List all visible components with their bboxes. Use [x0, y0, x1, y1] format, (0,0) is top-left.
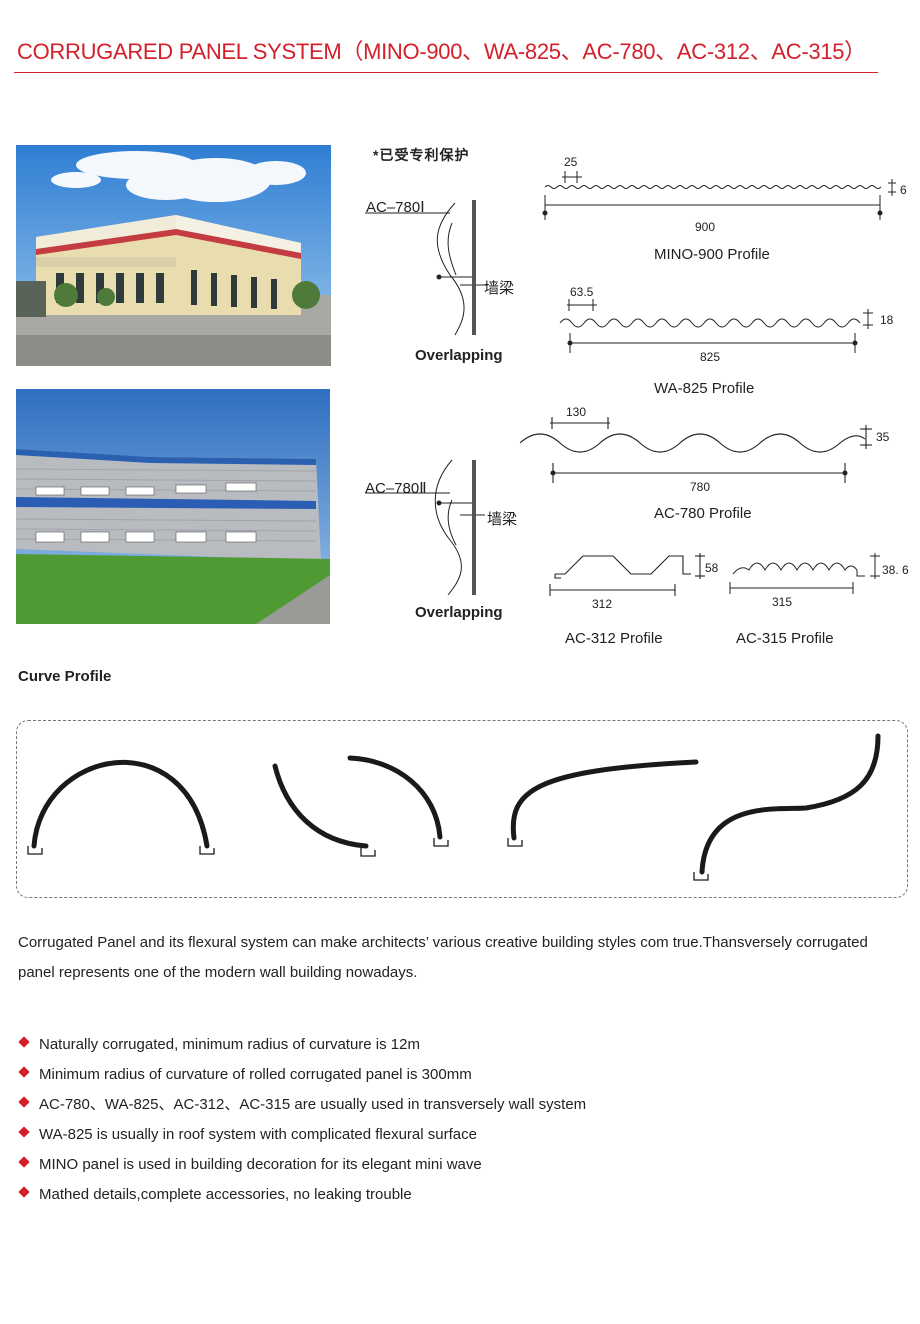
ac312-depth-label: 58	[705, 561, 719, 575]
overlap-1-beam-label: 墙梁	[484, 280, 515, 297]
wa825-caption: WA-825 Profile	[654, 380, 755, 397]
title-divider	[14, 72, 878, 73]
overlap-2-caption: Overlapping	[415, 604, 503, 621]
ac780-caption: AC-780 Profile	[654, 505, 752, 522]
curve-bend	[510, 759, 699, 841]
bullet-diamond-icon	[18, 1156, 30, 1168]
feature-item: MINO panel is used in building decoratio…	[18, 1150, 908, 1180]
overlap-2-beam-label: 墙梁	[487, 511, 518, 528]
feature-item: Minimum radius of curvature of rolled co…	[18, 1060, 908, 1090]
feature-item: AC-780、WA-825、AC-312、AC-315 are usually …	[18, 1090, 908, 1120]
wa825-profile-drawing	[559, 299, 873, 353]
bullet-diamond-icon	[18, 1036, 30, 1048]
page-title: CORRUGARED PANEL SYSTEM（MINO-900、WA-825、…	[17, 39, 866, 64]
curve-s	[699, 733, 881, 875]
wa825-depth-label: 18	[880, 313, 894, 327]
building-photo-1	[16, 145, 331, 366]
patent-note: *已受专利保护	[373, 147, 470, 163]
ac780-profile-drawing	[519, 417, 872, 483]
feature-item: Mathed details,complete accessories, no …	[18, 1180, 908, 1210]
feature-item: Naturally corrugated, minimum radius of …	[18, 1030, 908, 1060]
mino900-pitch-label: 25	[564, 155, 578, 169]
curve-profile-panel	[16, 720, 908, 898]
bullet-diamond-icon	[18, 1066, 30, 1078]
feature-item: WA-825 is usually in roof system with co…	[18, 1120, 908, 1150]
feature-text: AC-780、WA-825、AC-312、AC-315 are usually …	[39, 1096, 587, 1113]
ac315-width-label: 315	[772, 595, 793, 609]
ac780-pitch-label: 130	[566, 405, 587, 419]
feature-text: WA-825 is usually in roof system with co…	[39, 1126, 477, 1143]
mino900-caption: MINO-900 Profile	[654, 246, 770, 263]
ac312-width-label: 312	[592, 597, 613, 611]
curve-quarter-right	[347, 755, 443, 840]
mino900-width-label: 900	[695, 220, 716, 234]
overlap-1-panel-label: AC–780Ⅰ	[366, 199, 425, 216]
feature-text: Naturally corrugated, minimum radius of …	[39, 1036, 420, 1053]
bullet-diamond-icon	[18, 1096, 30, 1108]
ac312-caption: AC-312 Profile	[565, 630, 663, 647]
ac315-profile-drawing	[729, 553, 880, 594]
ac780-depth-label: 35	[876, 430, 890, 444]
ac315-caption: AC-315 Profile	[736, 630, 834, 647]
building-photo-2	[16, 389, 330, 624]
feature-list: Naturally corrugated, minimum radius of …	[18, 1030, 908, 1210]
ac315-depth-label: 38. 6	[882, 563, 909, 577]
curve-quarter-left	[272, 763, 369, 849]
curve-profile-heading: Curve Profile	[18, 668, 112, 685]
wa825-width-label: 825	[700, 350, 721, 364]
wa825-pitch-label: 63.5	[570, 285, 594, 299]
curve-arch	[31, 759, 210, 849]
overlap-1-caption: Overlapping	[415, 347, 503, 364]
mino900-profile-drawing	[542, 171, 896, 220]
bullet-diamond-icon	[18, 1126, 30, 1138]
ac312-profile-drawing	[549, 553, 705, 596]
bullet-diamond-icon	[18, 1186, 30, 1198]
ac780-width-label: 780	[690, 480, 711, 494]
feature-text: Mathed details,complete accessories, no …	[39, 1186, 412, 1203]
feature-text: Minimum radius of curvature of rolled co…	[39, 1066, 472, 1083]
mino900-depth-label: 6	[900, 183, 907, 197]
feature-text: MINO panel is used in building decoratio…	[39, 1156, 482, 1173]
curve-profile-drawings	[27, 733, 881, 881]
overlap-2-drawing	[365, 459, 485, 596]
intro-paragraph: Corrugated Panel and its flexural system…	[18, 934, 868, 981]
overlap-1-drawing	[365, 200, 488, 336]
